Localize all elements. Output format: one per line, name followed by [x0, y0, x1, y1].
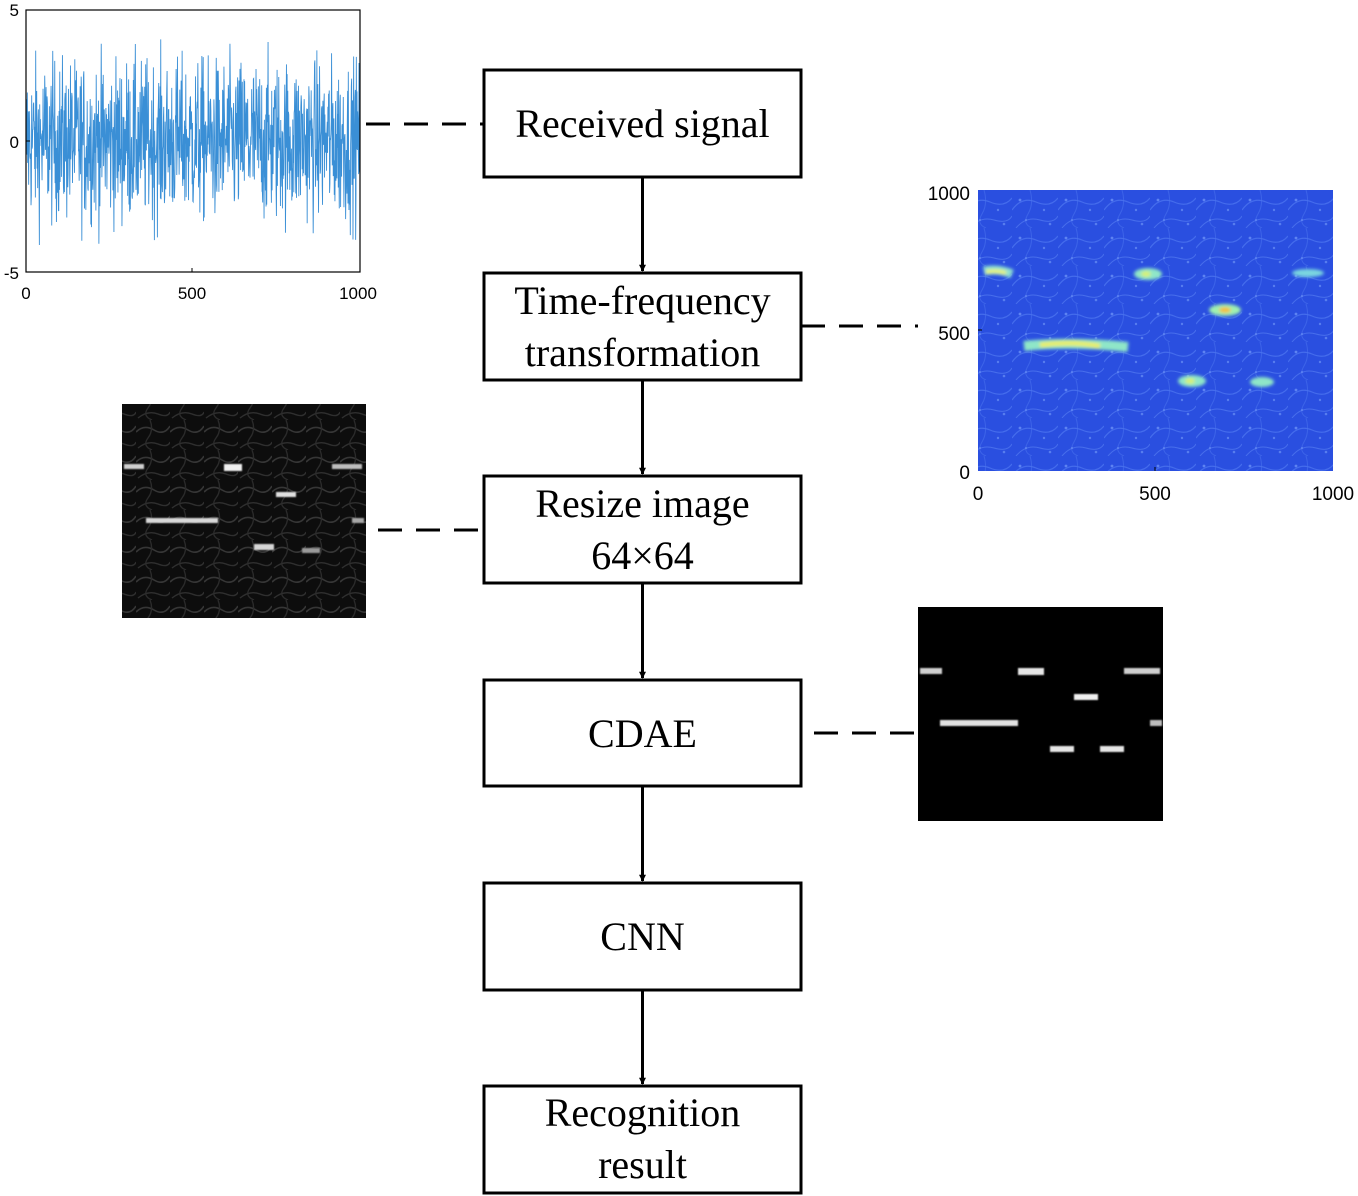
y-tick-label: 1000: [928, 184, 970, 205]
y-tick-label: 0: [959, 463, 970, 484]
step-cdae: CDAE: [482, 678, 803, 788]
step-resize-image: Resize image 64×64: [482, 474, 803, 585]
time-frequency-image: 1000 500 0 0 500 1000: [928, 184, 1354, 505]
step-box: [482, 271, 803, 382]
step-label-line-2: transformation: [525, 330, 761, 375]
x-tick-label: 1000: [339, 284, 377, 303]
x-tick-label: 1000: [1312, 484, 1354, 505]
resized-image-texture: [122, 404, 366, 618]
x-tick-label: 500: [178, 284, 206, 303]
y-tick-label: -5: [4, 264, 19, 283]
cdae-image-background: [918, 607, 1163, 821]
y-tick-label: 0: [10, 133, 19, 152]
step-box: [482, 68, 803, 179]
step-cnn: CNN: [482, 881, 803, 992]
x-tick-label: 0: [21, 284, 30, 303]
step-label-line-1: Resize image: [535, 481, 749, 526]
signal-waveform: [25, 39, 361, 246]
step-label: CNN: [600, 914, 684, 959]
signal-plot: 5 0 -5 0 500 1000: [4, 1, 377, 303]
resized-image: [122, 404, 366, 618]
step-box: [482, 678, 803, 788]
x-tick-label: 0: [973, 484, 984, 505]
step-label-line-2: 64×64: [591, 533, 694, 578]
y-tick-label: 5: [10, 1, 19, 20]
x-tick-label: 500: [1139, 484, 1171, 505]
step-label-line-1: Time-frequency: [514, 278, 770, 323]
step-label-line-1: Recognition: [545, 1090, 741, 1135]
cdae-output-image: [918, 607, 1163, 821]
step-time-frequency-transformation: Time-frequency transformation: [482, 271, 803, 382]
tf-image-texture: [978, 190, 1333, 471]
tf-image-features: [983, 265, 1324, 387]
resized-image-features: [124, 464, 364, 553]
y-tick-label: 500: [938, 324, 970, 345]
step-label: Received signal: [515, 101, 769, 146]
step-box: [482, 1084, 803, 1195]
step-label: CDAE: [588, 711, 697, 756]
step-label-line-2: result: [598, 1142, 687, 1187]
step-received-signal: Received signal: [482, 68, 803, 179]
step-box: [482, 881, 803, 992]
cdae-image-features: [920, 668, 1162, 752]
step-box: [482, 474, 803, 585]
step-recognition-result: Recognition result: [482, 1084, 803, 1195]
